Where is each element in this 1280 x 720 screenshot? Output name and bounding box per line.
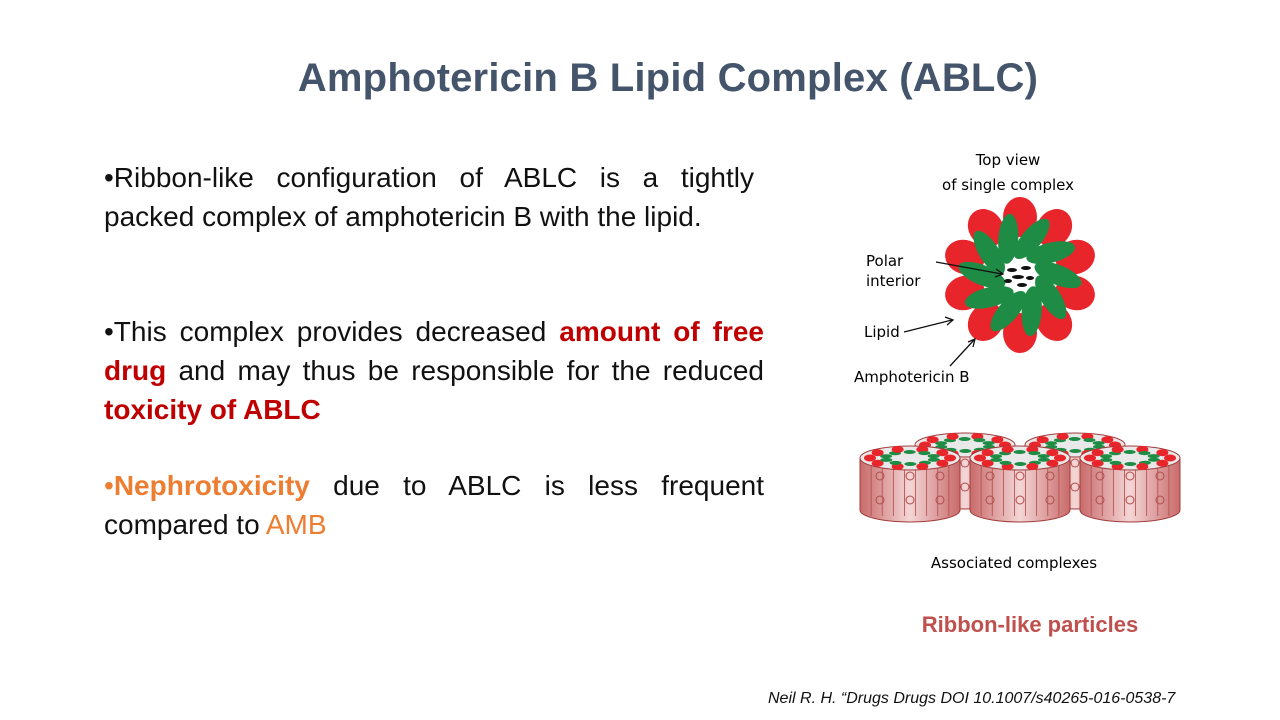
amphotericin-molecule: [964, 285, 1014, 309]
amphotericin-molecule: [1026, 241, 1076, 265]
slide-title: Amphotericin B Lipid Complex (ABLC): [297, 56, 1039, 100]
interior-label: interior: [866, 272, 921, 290]
lipid-molecule: [967, 302, 1005, 341]
amphotericin-molecule: [1035, 275, 1067, 320]
bullet-ribbon-config: •Ribbon-like configuration of ABLC is a …: [104, 162, 754, 232]
amphotericin-molecule: [1034, 261, 1082, 289]
lipid-molecule: [1035, 209, 1073, 248]
highlight-nephrotoxicity: Nephrotoxicity: [113, 470, 310, 501]
amphotericin-label: Amphotericin B: [854, 368, 970, 386]
amphotericin-molecule: [973, 230, 1005, 275]
complex-cylinder: [969, 445, 1071, 523]
polar-label: Polar: [866, 252, 904, 270]
associated-complexes: [859, 432, 1181, 523]
ablc-structure-diagram: Top view of single complex Polar interio…: [854, 151, 1181, 572]
complex-cylinder: [1079, 445, 1181, 523]
label-arrows: [903, 261, 1005, 367]
amphotericin-molecule: [1013, 218, 1050, 260]
amphotericin-molecule: [998, 213, 1019, 264]
lipid-label: Lipid: [864, 323, 900, 341]
associated-label: Associated complexes: [931, 554, 1097, 572]
top-view-label: Top view: [975, 151, 1041, 169]
bullet-nephrotoxicity: •Nephrotoxicity due to ABLC is less freq…: [104, 466, 764, 544]
single-complex-label: of single complex: [942, 176, 1074, 194]
highlight-toxicity: toxicity of ABLC: [104, 394, 321, 425]
bullet-text: •This complex provides decreased: [104, 316, 560, 347]
bullet-text: due to ABLC is less frequent compared to: [104, 470, 764, 540]
bullet-dot: •: [104, 470, 114, 501]
diagram-caption: Ribbon-like particles: [921, 612, 1139, 637]
complex-cylinder: [859, 445, 961, 523]
highlight-amb: AMB: [265, 509, 327, 540]
bullet-text: and may thus be responsible for the redu…: [166, 355, 764, 386]
amphotericin-molecule: [990, 290, 1027, 332]
single-complex: [945, 197, 1095, 353]
bullet-decreased-free-drug: •This complex provides decreased amount …: [104, 312, 764, 429]
amphotericin-molecule: [1021, 286, 1042, 337]
citation: Neil R. H. “Drugs Drugs DOI 10.1007/s402…: [768, 690, 1176, 707]
polar-interior: [1004, 266, 1034, 287]
highlight-amount-free-drug: amount of free drug: [104, 316, 764, 386]
